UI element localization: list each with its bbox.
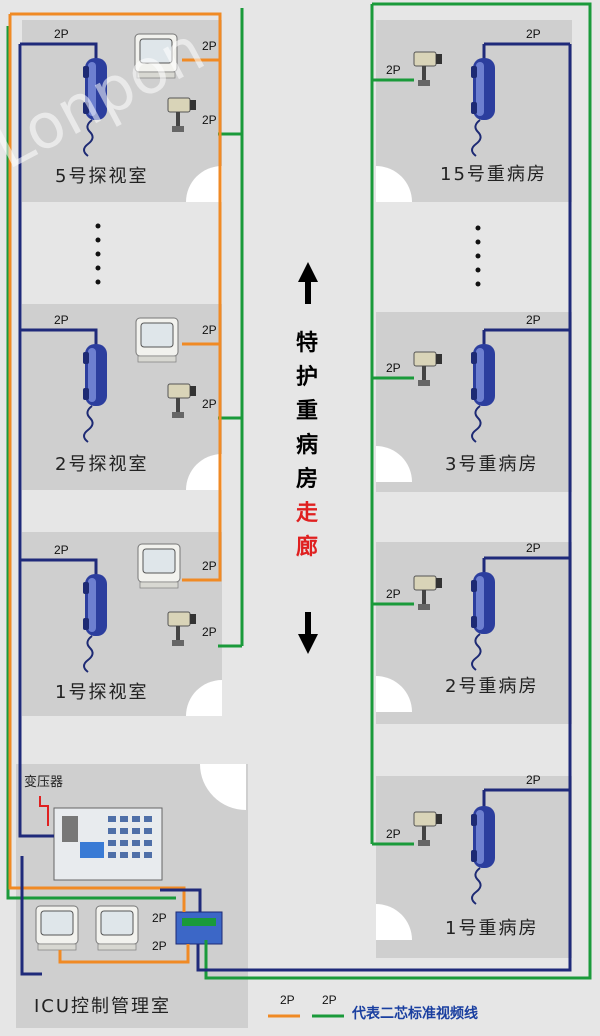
svg-text:2P: 2P (202, 625, 217, 639)
room-5-visit: 5号探视室 (22, 20, 222, 202)
svg-text:2P: 2P (202, 323, 217, 337)
svg-text:重: 重 (296, 399, 318, 424)
more-rooms-dots-left (95, 223, 101, 285)
room-2-visit: 2号探视室 (22, 304, 222, 490)
svg-text:2P: 2P (526, 313, 541, 327)
svg-text:2P: 2P (386, 587, 401, 601)
svg-text:房: 房 (296, 466, 318, 492)
svg-text:2P: 2P (386, 63, 401, 77)
room-2-visit-label: 2号探视室 (55, 454, 148, 475)
svg-text:2P: 2P (202, 559, 217, 573)
wiring (6, 2, 592, 980)
room-3-label: 3号重病房 (445, 454, 538, 475)
svg-text:2P: 2P (54, 543, 69, 557)
svg-text:2P: 2P (54, 27, 69, 41)
svg-text:走: 走 (296, 501, 318, 526)
svg-text:2P: 2P (526, 27, 541, 41)
svg-text:2P: 2P (386, 827, 401, 841)
room-1-ward-label: 1号重病房 (445, 918, 538, 939)
transformer-label: 变压器 (24, 774, 63, 790)
svg-text:护: 护 (296, 365, 318, 390)
svg-text:2P: 2P (526, 773, 541, 787)
icu-control-label: ICU控制管理室 (34, 996, 171, 1017)
svg-text:病: 病 (296, 432, 318, 458)
svg-text:廊: 廊 (296, 534, 318, 560)
svg-text:2P: 2P (152, 911, 167, 925)
svg-text:2P: 2P (202, 39, 217, 53)
svg-text:2P: 2P (202, 113, 217, 127)
room-2-ward: 2号重病房 (376, 542, 572, 724)
icu-control-room: 变压器 ICU控制管理室 (16, 764, 248, 1028)
room-1-visit: 1号探视室 (22, 532, 222, 716)
svg-text:2P: 2P (322, 993, 337, 1007)
svg-text:2P: 2P (280, 993, 295, 1007)
legend-text: 代表二芯标准视频线 (351, 1005, 478, 1022)
video-distributor (175, 911, 223, 945)
svg-text:2P: 2P (386, 361, 401, 375)
svg-text:特: 特 (296, 330, 318, 356)
wire-labels: 2P 2P 2P 2P 2P 2P 2P 2P 2P 2P 2P 2P 2P 2… (54, 27, 541, 953)
room-1-ward: 1号重病房 (376, 776, 572, 958)
room-3-ward: 3号重病房 (376, 312, 572, 492)
room-2-ward-label: 2号重病房 (445, 676, 538, 697)
legend: 2P 2P 代表二芯标准视频线 (268, 993, 478, 1022)
room-5-label: 5号探视室 (55, 166, 148, 187)
room-15-label: 15号重病房 (440, 164, 547, 185)
svg-text:2P: 2P (202, 397, 217, 411)
svg-text:2P: 2P (54, 313, 69, 327)
corridor-label: 特 护 重 病 房 走 廊 (296, 262, 318, 654)
svg-text:2P: 2P (526, 541, 541, 555)
room-15-ward: 15号重病房 (376, 20, 572, 202)
more-rooms-dots-right (475, 225, 481, 287)
room-1-visit-label: 1号探视室 (55, 682, 148, 703)
arrow-up-icon (298, 262, 318, 304)
arrow-down-icon (298, 612, 318, 654)
svg-text:2P: 2P (152, 939, 167, 953)
